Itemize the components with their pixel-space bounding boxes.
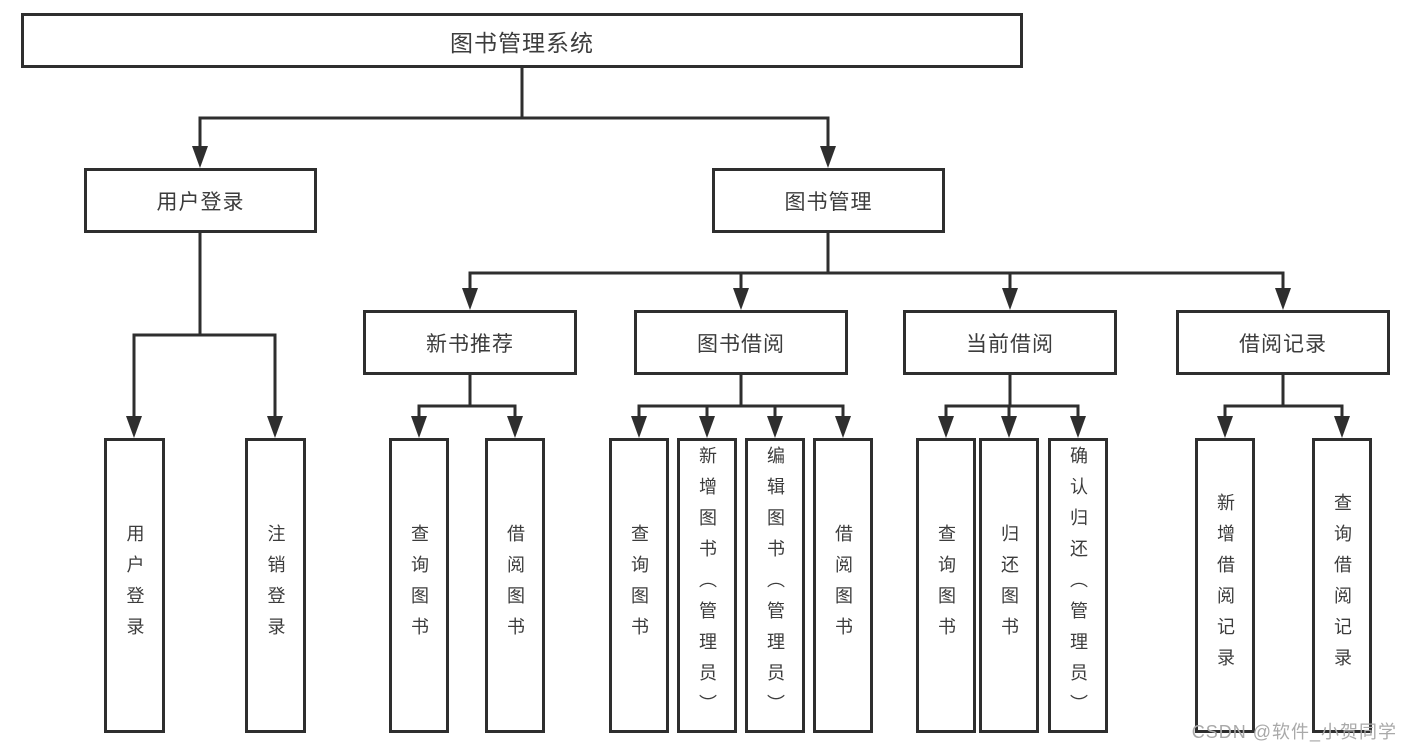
node-system-root: 图书管理系统 <box>21 13 1023 68</box>
leaf-borrow-books-recommend: 借阅图书 <box>485 438 545 733</box>
node-book-management: 图书管理 <box>712 168 945 233</box>
leaf-query-books-borrow: 查询图书 <box>609 438 669 733</box>
leaf-add-borrow-record: 新增借阅记录 <box>1195 438 1255 733</box>
leaf-label: 借阅图书 <box>505 523 525 648</box>
node-label: 图书借阅 <box>697 332 785 356</box>
node-book-borrow: 图书借阅 <box>634 310 848 375</box>
leaf-confirm-return-admin: 确认归还（管理员） <box>1048 438 1108 733</box>
leaf-edit-book-admin: 编辑图书（管理员） <box>745 438 805 733</box>
leaf-label: 查询图书 <box>936 523 956 648</box>
csdn-watermark: CSDN @软件_小贺同学 <box>1191 722 1397 742</box>
leaf-borrow-books-2: 借阅图书 <box>813 438 873 733</box>
leaf-label: 查询图书 <box>629 523 649 648</box>
node-label: 用户登录 <box>156 190 245 214</box>
leaf-label: 用户登录 <box>124 523 145 648</box>
leaf-label: 注销登录 <box>265 523 286 648</box>
leaf-label: 查询借阅记录 <box>1332 492 1352 679</box>
leaf-label: 借阅图书 <box>833 523 853 648</box>
leaf-label: 编辑图书（管理员） <box>765 446 785 725</box>
node-new-book-recommend: 新书推荐 <box>363 310 577 375</box>
node-label: 当前借阅 <box>966 332 1054 356</box>
leaf-label: 新增图书（管理员） <box>697 446 717 725</box>
node-borrow-records: 借阅记录 <box>1176 310 1390 375</box>
leaf-label: 归还图书 <box>999 523 1019 648</box>
leaf-label: 新增借阅记录 <box>1215 492 1235 679</box>
leaf-query-books-recommend: 查询图书 <box>389 438 449 733</box>
leaf-query-borrow-record: 查询借阅记录 <box>1312 438 1372 733</box>
leaf-label: 确认归还（管理员） <box>1068 446 1088 725</box>
node-label: 图书管理 <box>784 190 873 214</box>
leaf-user-login: 用户登录 <box>104 438 165 733</box>
leaf-logout: 注销登录 <box>245 438 306 733</box>
node-label: 新书推荐 <box>426 332 514 356</box>
leaf-query-books-current: 查询图书 <box>916 438 976 733</box>
node-current-borrow: 当前借阅 <box>903 310 1117 375</box>
node-user-login: 用户登录 <box>84 168 317 233</box>
node-label: 图书管理系统 <box>450 29 594 56</box>
node-label: 借阅记录 <box>1239 332 1327 356</box>
leaf-add-book-admin: 新增图书（管理员） <box>677 438 737 733</box>
leaf-label: 查询图书 <box>409 523 429 648</box>
leaf-return-book: 归还图书 <box>979 438 1039 733</box>
